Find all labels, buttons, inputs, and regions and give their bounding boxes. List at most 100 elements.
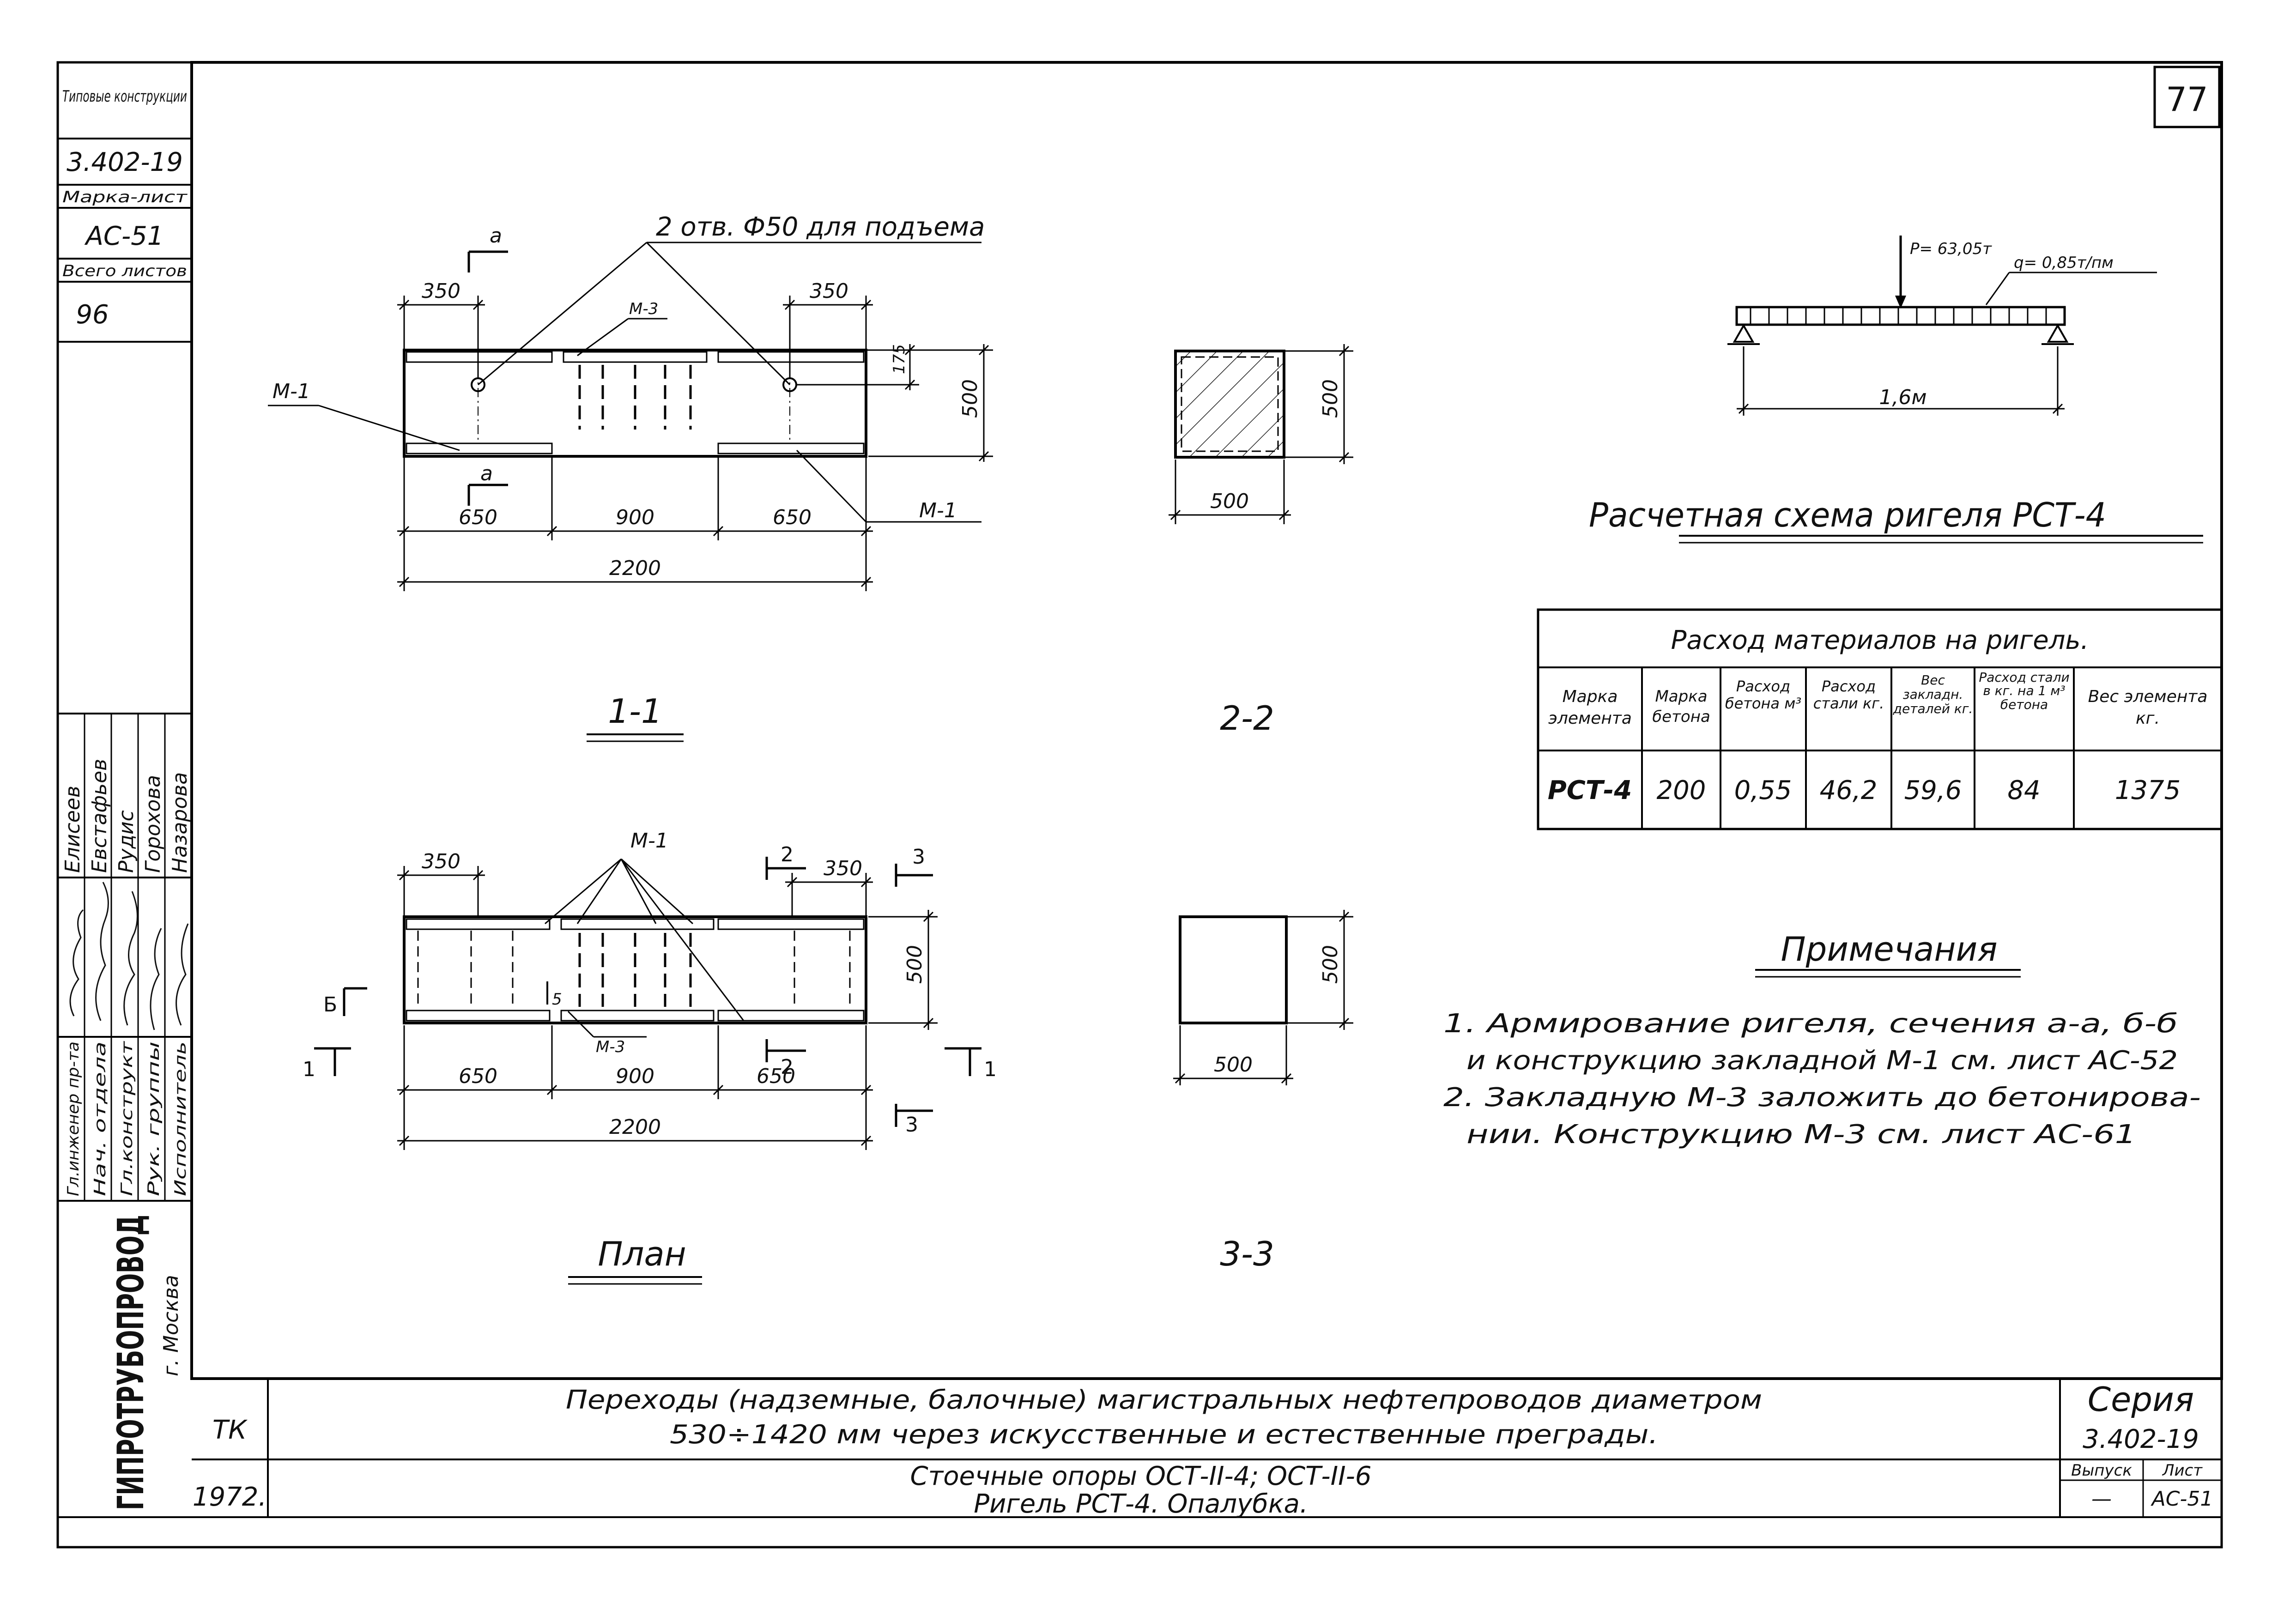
plan-sec3-top: 3 — [912, 845, 925, 869]
dim-500-side: 500 — [958, 379, 982, 418]
view-3-3: 500 500 3-3 — [1173, 910, 1353, 1273]
m1-label-right: М-1 — [919, 499, 957, 522]
stamp-typical: Типовые конструкции — [62, 87, 187, 106]
th-steel-usage: Расход стали кг. — [1813, 678, 1884, 712]
note-line-3: 2. Закладную М-3 заложить до бетонирова- — [1443, 1083, 2201, 1113]
view-plan: М-1 М-3 5 2 2 3 3 1 1 Б — [303, 829, 997, 1285]
td-element-mark: РСТ-4 — [1548, 775, 1632, 805]
plan-sec1-left: 1 — [303, 1058, 315, 1081]
tb-sheet-label: Лист — [2162, 1461, 2203, 1480]
th-concrete-mark: Марка бетона — [1652, 687, 1710, 726]
name-gorokhova: Горохова — [141, 775, 165, 873]
sheet-number: 77 — [2166, 80, 2208, 119]
section-a-bottom: а — [480, 462, 493, 485]
plan-sec1-right: 1 — [984, 1058, 997, 1081]
plan-m1-label: М-1 — [630, 829, 668, 853]
holes-note: 2 отв. Ф50 для подъема — [656, 212, 985, 242]
plan-dim-650-left: 650 — [459, 1065, 497, 1088]
caption-plan: План — [598, 1235, 686, 1273]
dim-2200: 2200 — [609, 557, 661, 580]
role-group-lead: Рук. группы — [145, 1041, 163, 1196]
th-concrete-usage: Расход бетона м³ — [1725, 678, 1802, 712]
dim-350-left: 350 — [422, 279, 460, 303]
dim-650-right: 650 — [773, 506, 812, 529]
plan-dim-5: 5 — [552, 990, 562, 1009]
scheme-span: 1,6м — [1879, 386, 1926, 409]
th-element-weight: Вес элемента кг. — [2088, 687, 2208, 728]
view-1-1: 2 отв. Ф50 для подъема а а М-1 М-1 М-3 — [268, 212, 993, 742]
beam-outline — [403, 349, 867, 458]
signatures — [69, 882, 189, 1030]
tb-issue-label: Выпуск — [2071, 1461, 2132, 1480]
outer-frame — [56, 61, 2223, 1549]
stamp-series-code: 3.402-19 — [67, 147, 183, 177]
caption-scheme: Расчетная схема ригеля РСТ-4 — [1589, 496, 2106, 534]
td-steel-per-m3: 84 — [2007, 775, 2040, 805]
plan-dim-650-right: 650 — [757, 1065, 795, 1088]
stamp-mark-sheet-label: Марка-лист — [62, 188, 188, 206]
td-steel-usage: 46,2 — [1820, 775, 1878, 805]
table-title: Расход материалов на ригель. — [1671, 625, 2089, 655]
plan-dim-350-right: 350 — [824, 857, 862, 880]
title-block: ТК 1972. Переходы (надземные, балочные) … — [192, 1377, 2222, 1519]
dim-175: 175 — [890, 344, 909, 374]
tb-tk: ТК — [212, 1415, 248, 1445]
tb-subtitle-1: Стоечные опоры ОСТ-II-4; ОСТ-II-6 — [910, 1461, 1372, 1491]
dim-350-right: 350 — [810, 279, 848, 303]
td-element-weight: 1375 — [2115, 775, 2181, 805]
tb-sheet-value: АС-51 — [2151, 1487, 2213, 1511]
plan-m3-label: М-3 — [596, 1038, 625, 1056]
name-nazarova: Назарова — [168, 772, 192, 873]
stamp-total-label: Всего листов — [62, 262, 187, 280]
tb-series-value: 3.402-19 — [2083, 1424, 2199, 1454]
scheme-P: P= 63,05т — [1910, 240, 1992, 258]
tb-title-2: 530÷1420 мм через искусственные и естест… — [670, 1420, 1658, 1450]
tb-subtitle-2: Ригель РСТ-4. Опалубка. — [974, 1489, 1308, 1519]
plan-dim-2200: 2200 — [609, 1115, 661, 1139]
td-embedded-weight: 59,6 — [1904, 775, 1962, 805]
section-hatched — [1174, 350, 1285, 459]
caption-1-1: 1-1 — [608, 692, 662, 731]
th-element-mark: Марка элемента — [1548, 687, 1632, 728]
tb-title-1: Переходы (надземные, балочные) магистрал… — [566, 1385, 1762, 1415]
dim-500-2-2-h: 500 — [1210, 490, 1249, 513]
note-line-2: и конструкцию закладной М-1 см. лист АС-… — [1466, 1046, 2178, 1076]
plan-dim-350-left: 350 — [422, 850, 460, 873]
caption-2-2: 2-2 — [1220, 699, 1274, 738]
plan-sec3-bottom: 3 — [905, 1113, 918, 1137]
dim-500-2-2-v: 500 — [1319, 379, 1342, 418]
tb-series-label: Серия — [2088, 1380, 2194, 1419]
org-name: ГИПРОТРУБОПРОВОД — [110, 1215, 152, 1510]
name-evstafiev: Евстафьев — [88, 759, 111, 873]
name-eliseev: Елисеев — [61, 786, 85, 873]
plan-sec2-bottom: 2 — [781, 1055, 794, 1079]
tb-year: 1972. — [193, 1482, 267, 1512]
th-steel-per-m3: Расход стали в кг. на 1 м³ бетона — [1979, 670, 2070, 712]
tb-issue-value: — — [2091, 1487, 2112, 1511]
dim-900: 900 — [616, 506, 654, 529]
th-embedded-weight: Вес закладн. деталей кг. — [1893, 672, 1973, 716]
plan-secB: Б — [323, 993, 337, 1017]
m1-label-left: М-1 — [273, 380, 310, 403]
left-stamp: Типовые конструкции 3.402-19 Марка-лист … — [58, 87, 192, 1510]
note-line-1: 1. Армирование ригеля, сечения а-а, б-б — [1443, 1009, 2178, 1039]
org-city: г. Москва — [159, 1275, 183, 1376]
stamp-mark-sheet: АС-51 — [85, 221, 164, 251]
dim-500-3-3-v: 500 — [1319, 945, 1342, 984]
td-concrete-mark: 200 — [1657, 775, 1706, 805]
section-a-top: а — [490, 224, 502, 248]
plan-dim-900: 900 — [616, 1065, 654, 1088]
section-3-3-outline — [1179, 915, 1288, 1024]
notes: Примечания 1. Армирование ригеля, сечени… — [1443, 930, 2201, 1150]
role-chief-designer: Гл.конструкт — [118, 1041, 136, 1196]
calc-scheme: P= 63,05т q= 0,85т/пм 1,6м Расчетная схе… — [1589, 236, 2203, 544]
caption-3-3: 3-3 — [1220, 1235, 1274, 1273]
note-line-4: нии. Конструкцию М-3 см. лист АС-61 — [1466, 1120, 2136, 1150]
plan-sec2-top: 2 — [781, 843, 794, 866]
m3-label: М-3 — [629, 300, 658, 318]
scheme-q: q= 0,85т/пм — [2014, 254, 2114, 272]
plan-outline — [403, 915, 867, 1024]
name-rudis: Рудис — [115, 810, 138, 873]
role-executor: Исполнитель — [171, 1041, 190, 1196]
